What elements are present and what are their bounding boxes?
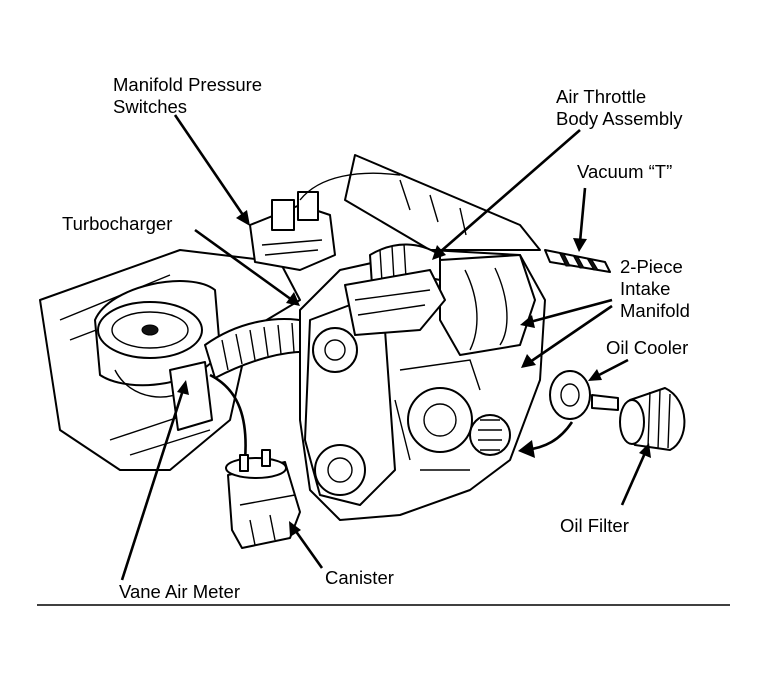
leader-lines <box>120 114 651 581</box>
manifold-pressure-switches-illustration <box>249 172 401 271</box>
oil-cooler-illustration <box>549 370 619 420</box>
oil-filter-illustration <box>619 387 686 451</box>
label-oil-cooler: Oil Cooler <box>606 337 688 358</box>
label-vane-air-meter: Vane Air Meter <box>119 581 240 602</box>
label-turbocharger: Turbocharger <box>62 213 172 234</box>
label-vacuum-t: Vacuum “T” <box>577 161 672 182</box>
engine-illustration <box>299 243 546 521</box>
label-canister: Canister <box>325 567 394 588</box>
firewall-panel <box>344 154 541 251</box>
label-intake-manifold-line3: Manifold <box>620 300 690 321</box>
vacuum-t-illustration <box>544 249 611 273</box>
rotation-arrow <box>518 421 574 458</box>
label-intake-manifold-line1: 2-Piece <box>620 256 683 277</box>
label-oil-filter: Oil Filter <box>560 515 629 536</box>
label-manifold-pressure-line2: Switches <box>113 96 187 117</box>
label-intake-manifold-line2: Intake <box>620 278 670 299</box>
label-air-throttle-line1: Air Throttle <box>556 86 646 107</box>
air-cleaner-illustration <box>94 280 221 398</box>
canister-illustration <box>225 449 301 549</box>
label-manifold-pressure-line1: Manifold Pressure <box>113 74 262 95</box>
label-air-throttle-line2: Body Assembly <box>556 108 683 129</box>
